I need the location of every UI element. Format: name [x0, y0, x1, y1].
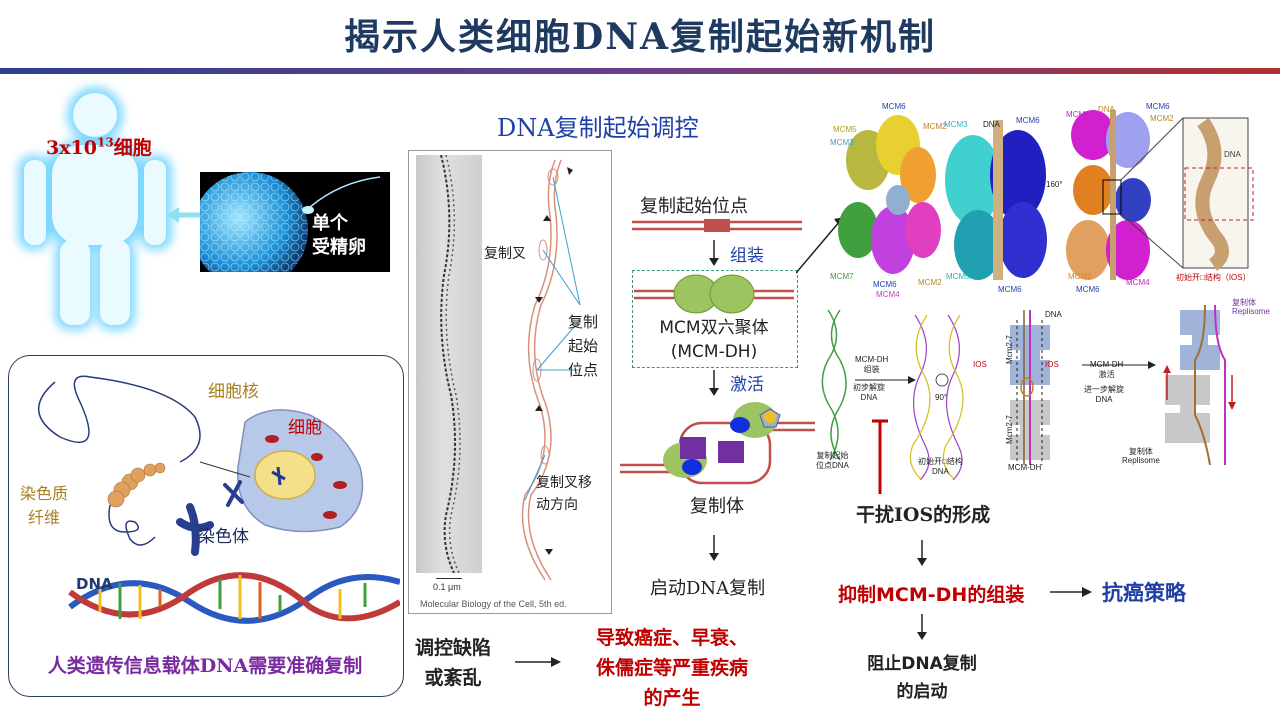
- mcm-dh-shape: [634, 274, 794, 314]
- arrow-3: [709, 535, 719, 561]
- chromatin-illustration: [37, 375, 400, 624]
- origin-label: 复制起始位点: [568, 313, 599, 379]
- fork-label: 复制叉: [484, 246, 526, 262]
- cell-label: 细胞: [288, 418, 322, 438]
- mcm-box: [632, 270, 798, 368]
- nucleus-label: 细胞核: [208, 382, 259, 402]
- arrow-1: [709, 240, 719, 266]
- egg-label-2: 受精卵: [312, 237, 366, 258]
- disease-label: 导致癌症、早衰、侏儒症等严重疾病的产生: [595, 627, 748, 709]
- inhibit-symbol: [872, 419, 888, 494]
- defect-label: 调控缺陷或紊乱: [415, 637, 492, 689]
- flow-origin: 复制起始位点: [640, 196, 748, 217]
- chromatin-label: 染色质纤维: [20, 484, 69, 527]
- cryoem-structures: [838, 110, 1254, 280]
- structure-labels: MCM6 MCM2 MCM3 MCM5 MCM7 MCM4 MCM6 MCM6 …: [830, 102, 1251, 299]
- replisome-label: 复制体: [690, 496, 744, 517]
- activate-label: 激活: [730, 375, 764, 395]
- chromosome-label: 染色体: [198, 527, 249, 547]
- scale-bar: [436, 578, 462, 579]
- title-divider: [0, 68, 1280, 74]
- cyan-arrow: [167, 207, 203, 223]
- inhibit-label: 抑制MCM-DH的组装: [838, 584, 1025, 606]
- cell-count-label: 3x1013细胞: [46, 135, 152, 159]
- regulation-heading: DNA复制起始调控: [497, 114, 699, 142]
- start-replication-label: 启动DNA复制: [650, 578, 766, 599]
- replisome-shape: [620, 402, 815, 485]
- arrow-5: [917, 614, 927, 640]
- egg-image: 单个 受精卵: [192, 172, 390, 288]
- mechanism-schematic: [821, 305, 1236, 480]
- fork-schematic: [521, 159, 581, 581]
- strategy-label: 抗癌策略: [1102, 580, 1186, 605]
- egg-label-1: 单个: [312, 213, 348, 234]
- defect-arrow: [515, 657, 561, 667]
- origin-dna: [632, 219, 802, 232]
- left-caption: 人类遗传信息载体DNA需要准确复制: [47, 655, 363, 677]
- scale-label: 0.1 μm: [433, 582, 461, 592]
- mcm-label: MCM双六聚体(MCM-DH): [659, 318, 769, 362]
- interfere-label: 干扰IOS的形成: [856, 504, 991, 526]
- source-label: Molecular Biology of the Cell, 5th ed.: [420, 599, 567, 609]
- page-title: 揭示人类细胞DNA复制起始新机制: [343, 16, 937, 58]
- human-silhouette: [18, 87, 172, 330]
- direction-label: 复制叉移动方向: [536, 475, 592, 513]
- em-image: [416, 154, 482, 574]
- block-label: 阻止DNA复制的启动: [867, 654, 977, 702]
- strategy-arrow: [1050, 587, 1092, 597]
- assemble-label: 组装: [730, 246, 764, 266]
- dna-label: DNA: [76, 575, 113, 593]
- arrow-4: [917, 540, 927, 566]
- arrow-2: [709, 370, 719, 396]
